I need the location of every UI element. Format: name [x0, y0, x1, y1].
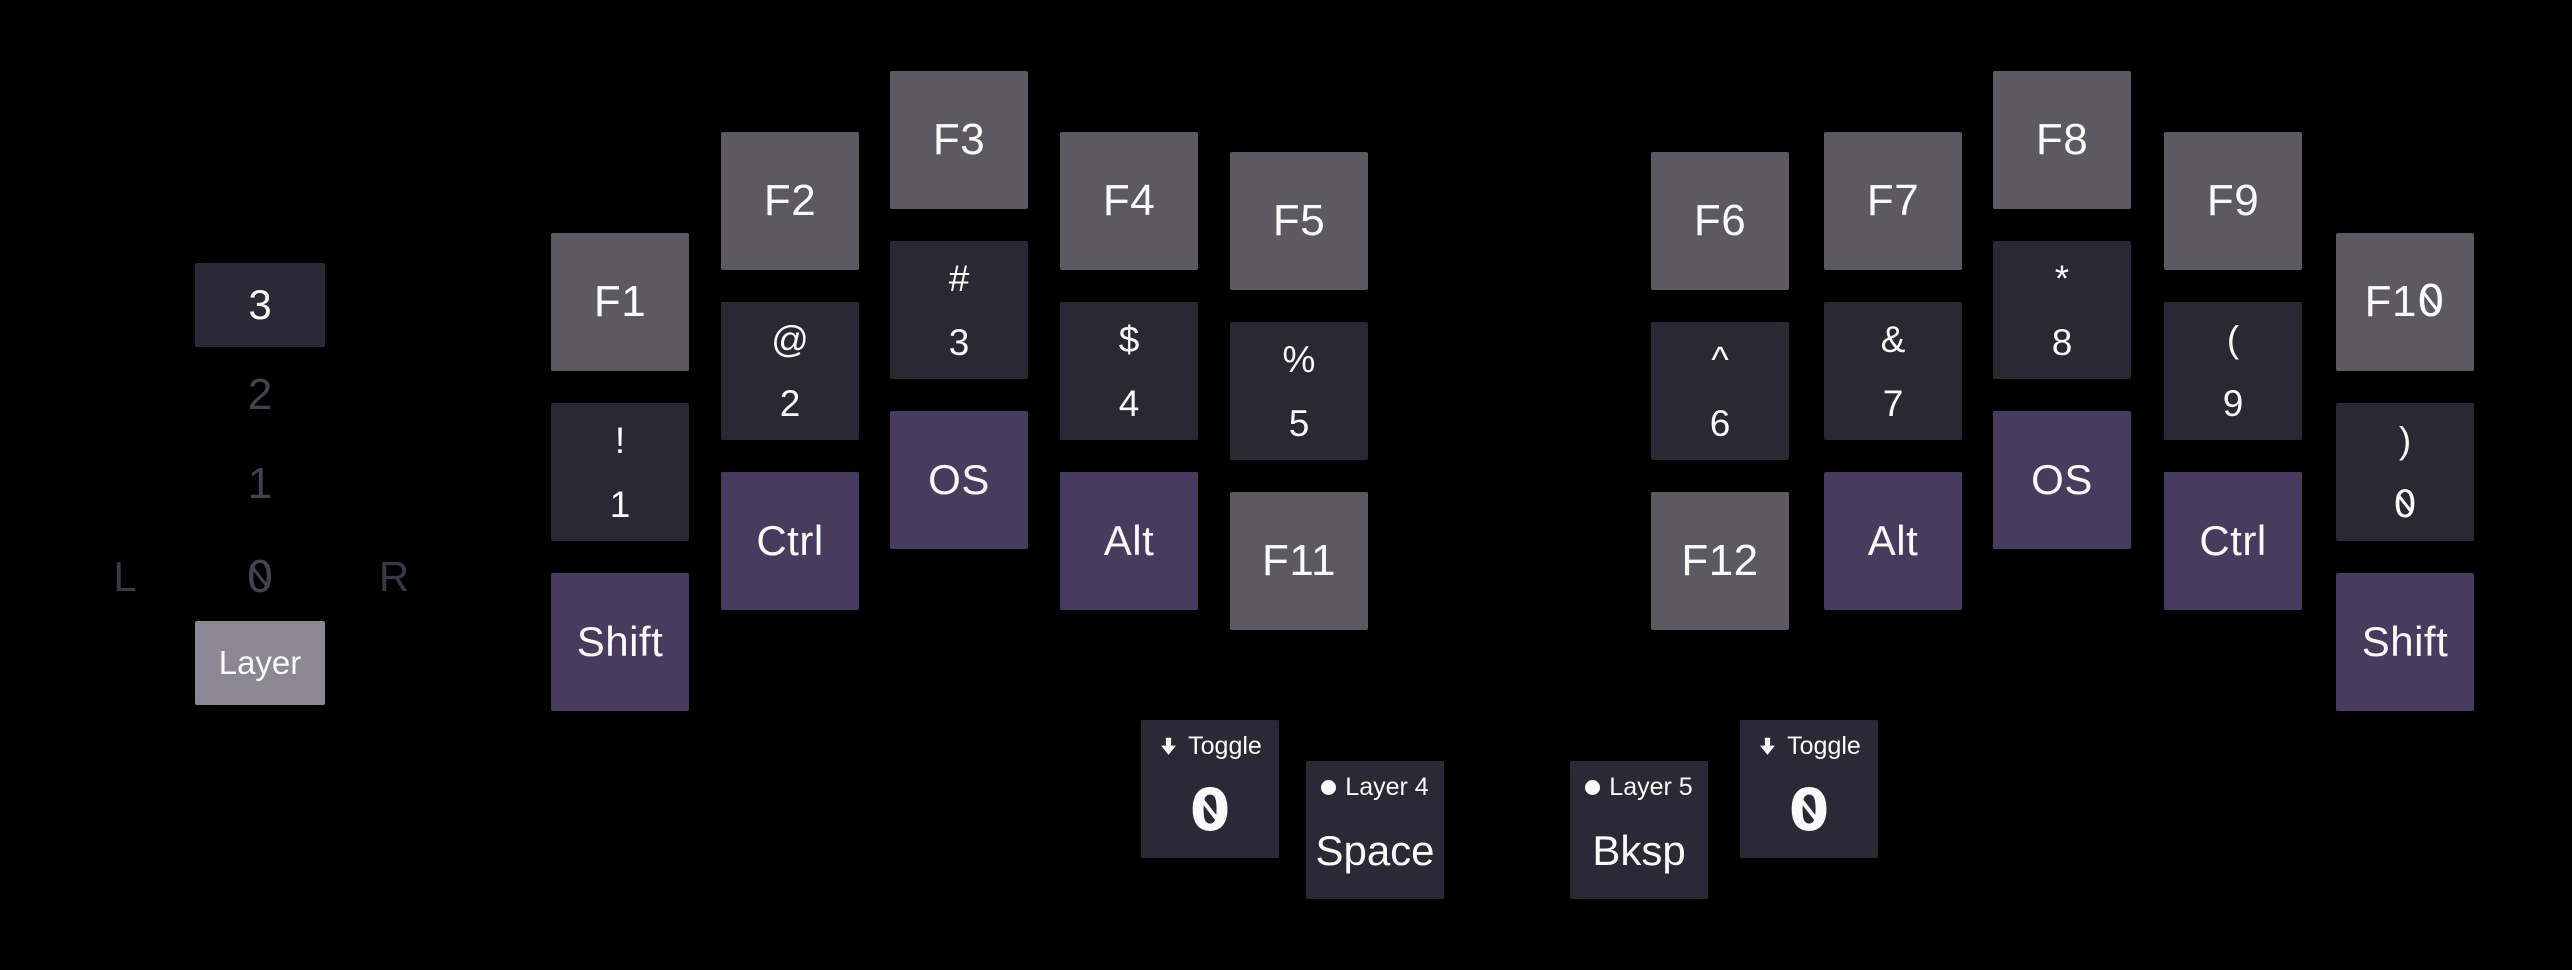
key-f9[interactable]: F9 [2164, 132, 2302, 270]
key-space[interactable]: Layer 4 Space [1306, 761, 1444, 899]
f10-zero-glyph: 0 [2416, 276, 2446, 327]
zero-glyph: 0 [2393, 482, 2417, 526]
key-7[interactable]: &7 [1824, 302, 1962, 440]
key-2[interactable]: @2 [721, 302, 859, 440]
none-keycode-glyph: 0 [1189, 775, 1231, 844]
key-f12[interactable]: F12 [1651, 492, 1789, 630]
key-4[interactable]: $4 [1060, 302, 1198, 440]
key-shift-left[interactable]: Shift [551, 573, 689, 711]
key-f4[interactable]: F4 [1060, 132, 1198, 270]
key-9[interactable]: (9 [2164, 302, 2302, 440]
none-keycode-glyph: 0 [1788, 775, 1830, 844]
key-f2[interactable]: F2 [721, 132, 859, 270]
key-os-left[interactable]: OS [890, 411, 1028, 549]
key-alt-left[interactable]: Alt [1060, 472, 1198, 610]
layer-option-0[interactable]: 0 [195, 552, 325, 603]
layer-button-label: Layer [218, 644, 302, 681]
hold-action: Layer 5 [1570, 761, 1708, 802]
right-half-label: R [378, 553, 410, 600]
selected-layer-number: 3 [248, 281, 272, 328]
left-half-label: L [113, 553, 137, 600]
key-f10[interactable]: F10 [2336, 233, 2474, 371]
hold-action: Toggle [1141, 720, 1279, 761]
key-f11[interactable]: F11 [1230, 492, 1368, 630]
key-f6[interactable]: F6 [1651, 152, 1789, 290]
layer-hold-dot-icon [1321, 779, 1337, 795]
toggle-down-arrow-icon [1161, 737, 1177, 755]
hold-action: Toggle [1740, 720, 1878, 761]
key-ctrl-right[interactable]: Ctrl [2164, 472, 2302, 610]
key-6[interactable]: ^6 [1651, 322, 1789, 460]
selected-layer-indicator[interactable]: 3 [195, 263, 325, 347]
key-8[interactable]: *8 [1993, 241, 2131, 379]
key-f3[interactable]: F3 [890, 71, 1028, 209]
key-3[interactable]: #3 [890, 241, 1028, 379]
layer-zero-glyph: 0 [246, 551, 274, 603]
layer-hold-dot-icon [1585, 779, 1601, 795]
key-shift-right[interactable]: Shift [2336, 573, 2474, 711]
key-f8[interactable]: F8 [1993, 71, 2131, 209]
hold-action: Layer 4 [1306, 761, 1444, 802]
key-bksp[interactable]: Layer 5 Bksp [1570, 761, 1708, 899]
layer-button[interactable]: Layer [195, 621, 325, 705]
layer-option-2[interactable]: 2 [247, 370, 273, 419]
key-1[interactable]: !1 [551, 403, 689, 541]
key-f7[interactable]: F7 [1824, 132, 1962, 270]
key-alt-right[interactable]: Alt [1824, 472, 1962, 610]
toggle-down-arrow-icon [1760, 737, 1776, 755]
layer-option-1[interactable]: 1 [247, 459, 273, 508]
key-toggle-left[interactable]: Toggle 0 [1141, 720, 1279, 858]
key-ctrl-left[interactable]: Ctrl [721, 472, 859, 610]
key-toggle-right[interactable]: Toggle 0 [1740, 720, 1878, 858]
key-os-right[interactable]: OS [1993, 411, 2131, 549]
key-f5[interactable]: F5 [1230, 152, 1368, 290]
key-5[interactable]: %5 [1230, 322, 1368, 460]
key-0[interactable]: ) 0 [2336, 403, 2474, 541]
key-f1[interactable]: F1 [551, 233, 689, 371]
